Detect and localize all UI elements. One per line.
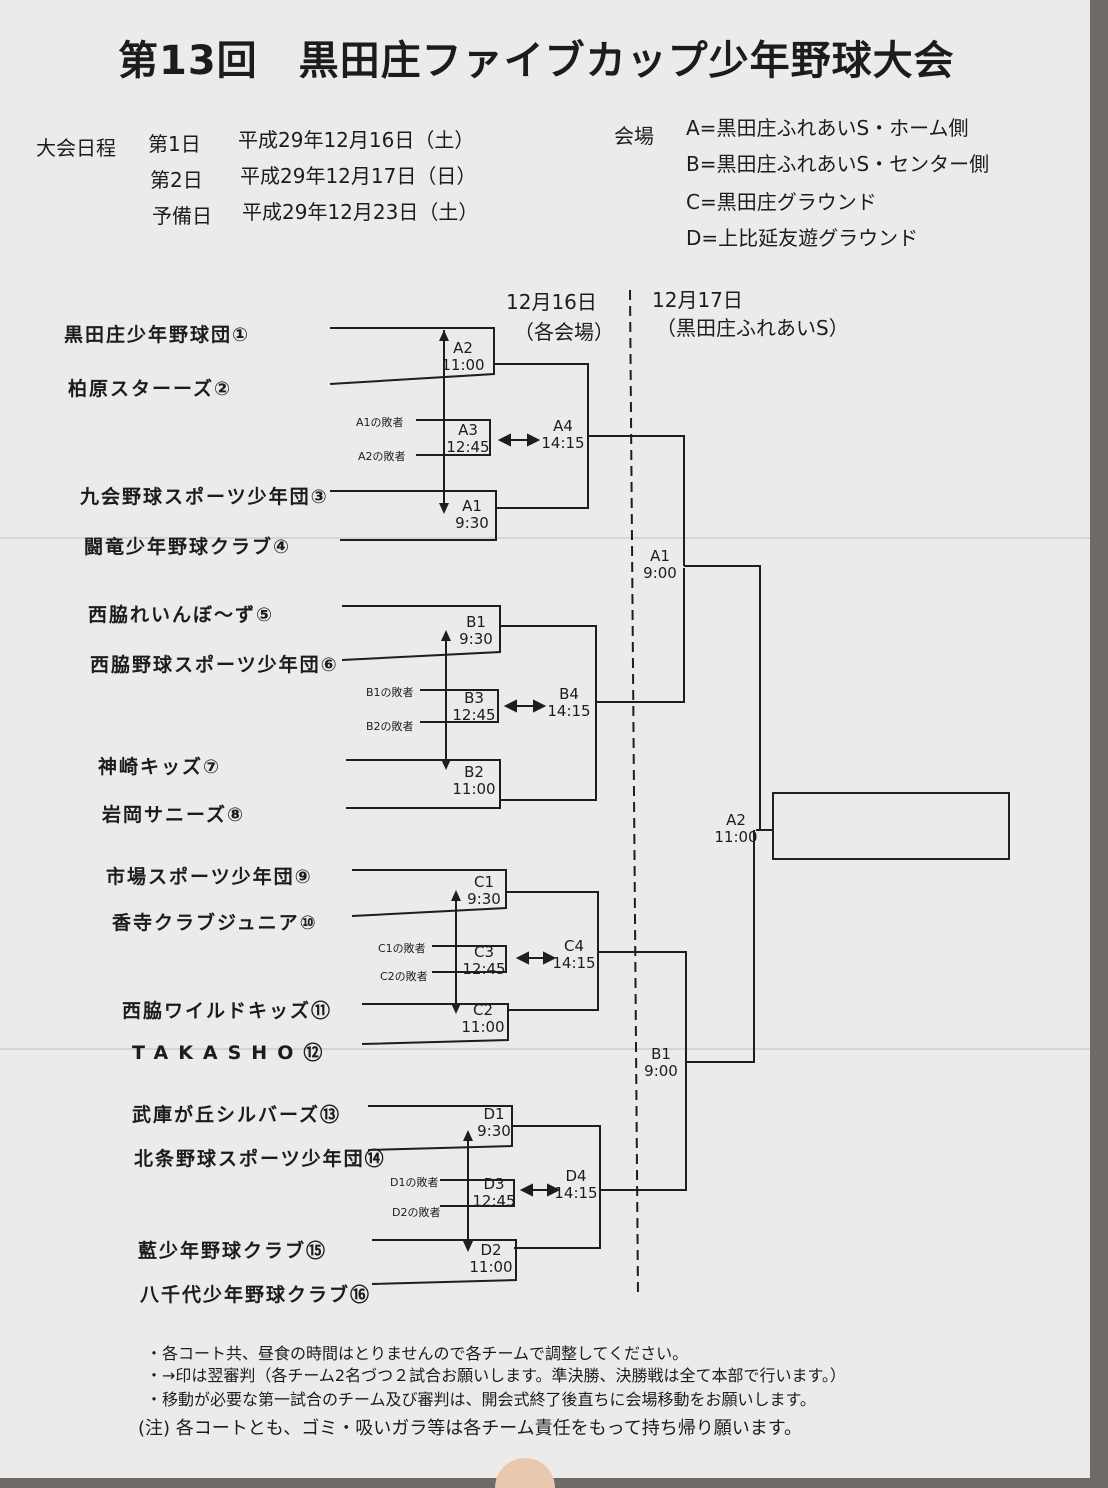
bracket-C2 bbox=[361, 1003, 509, 1045]
loser-label: B2の敗者 bbox=[366, 720, 414, 733]
day1-place: （各会場） bbox=[514, 320, 614, 344]
day-divider bbox=[629, 289, 639, 1297]
team-9: 市場スポーツ少年団⑨ bbox=[106, 866, 313, 888]
loser-label: A1の敗者 bbox=[356, 416, 404, 429]
bracket-B3 bbox=[420, 689, 499, 723]
schedule-date: 平成29年12月23日（土） bbox=[242, 200, 479, 224]
bracket-D3 bbox=[440, 1179, 515, 1207]
bracket-B1 bbox=[341, 605, 501, 661]
bracket-C4-left bbox=[506, 891, 599, 1011]
team-10: 香寺クラブジュニア⑩ bbox=[112, 912, 318, 934]
note-line: ・各コート共、昼食の時間はとりませんので各チームで調整してください。 bbox=[146, 1344, 689, 1363]
loser-label: C2の敗者 bbox=[380, 970, 428, 983]
team-13: 武庫が丘シルバーズ⑬ bbox=[132, 1104, 342, 1126]
team-5: 西脇れいんぼ～ず⑤ bbox=[88, 604, 275, 626]
loser-label: C1の敗者 bbox=[378, 942, 426, 955]
bracket-C1 bbox=[351, 869, 507, 917]
day1-date: 12月16日 bbox=[506, 290, 597, 314]
bracket-D4-right bbox=[600, 1062, 687, 1191]
team-3: 九会野球スポーツ少年団③ bbox=[80, 486, 329, 508]
team-2: 柏原スターーズ② bbox=[68, 378, 233, 400]
team-4: 闘竜少年野球クラブ④ bbox=[84, 536, 292, 558]
bracket-D2 bbox=[371, 1239, 517, 1285]
bracket-B4-left bbox=[500, 625, 597, 801]
team-6: 西脇野球スポーツ少年団⑥ bbox=[90, 654, 339, 676]
bracket-A4-right bbox=[588, 435, 685, 566]
loser-label: A2の敗者 bbox=[358, 450, 406, 463]
tournament-sheet: 第13回 黒田庄ファイブカップ少年野球大会 大会日程 第1日 平成29年12月1… bbox=[0, 0, 1090, 1478]
venue-item: C=黒田庄グラウンド bbox=[686, 190, 877, 214]
bracket-C3 bbox=[432, 945, 507, 973]
note-line: ・→印は翌審判（各チーム2名づつ２試合お願いします。準決勝、決勝戦は全て本部で行… bbox=[146, 1366, 846, 1385]
loser-label: D1の敗者 bbox=[390, 1176, 439, 1189]
venue-label: 会場 bbox=[614, 124, 654, 148]
bracket-A1 bbox=[330, 490, 497, 541]
team-14: 北条野球スポーツ少年団⑭ bbox=[134, 1148, 386, 1170]
schedule-day: 予備日 bbox=[152, 204, 212, 228]
bracket-B4-right bbox=[596, 568, 685, 703]
bracket-A2 bbox=[329, 327, 495, 385]
day2-place: （黒田庄ふれあいS） bbox=[656, 316, 849, 340]
fold-crease bbox=[0, 1048, 1090, 1050]
schedule-date: 平成29年12月17日（日） bbox=[240, 164, 477, 188]
venue-item: A=黒田庄ふれあいS・ホーム側 bbox=[686, 116, 969, 140]
page-title: 第13回 黒田庄ファイブカップ少年野球大会 bbox=[118, 38, 955, 84]
bracket-semifinal-1 bbox=[684, 565, 761, 830]
bracket-D1 bbox=[367, 1105, 513, 1151]
team-16: 八千代少年野球クラブ⑯ bbox=[140, 1284, 372, 1306]
team-7: 神崎キッズ⑦ bbox=[98, 756, 222, 778]
bracket-A3 bbox=[416, 419, 491, 456]
note-warning: (注) 各コートとも、ゴミ・吸いガラ等は各チーム責任をもって持ち帰り願います。 bbox=[138, 1418, 802, 1439]
day2-date: 12月17日 bbox=[652, 288, 743, 312]
bracket-semifinal-2 bbox=[686, 830, 755, 1063]
schedule-day: 第2日 bbox=[150, 168, 203, 192]
bracket-C4-right bbox=[598, 951, 687, 1062]
team-15: 藍少年野球クラブ⑮ bbox=[138, 1240, 328, 1262]
schedule-date: 平成29年12月16日（土） bbox=[238, 128, 475, 152]
fold-crease bbox=[0, 537, 1090, 539]
bracket-D4-left bbox=[512, 1125, 601, 1249]
loser-label: B1の敗者 bbox=[366, 686, 414, 699]
venue-item: B=黒田庄ふれあいS・センター側 bbox=[686, 152, 990, 176]
bracket-lines bbox=[329, 289, 772, 1297]
note-line: ・移動が必要な第一試合のチーム及び審判は、開会式終了後直ちに会場移動をお願いしま… bbox=[146, 1390, 816, 1409]
schedule-label: 大会日程 bbox=[36, 136, 116, 160]
team-8: 岩岡サニーズ⑧ bbox=[102, 804, 246, 826]
team-12: TAKASHO⑫ bbox=[132, 1042, 333, 1064]
team-1: 黒田庄少年野球団① bbox=[64, 324, 251, 346]
venue-item: D=上比延友遊グラウンド bbox=[686, 226, 919, 250]
champion-box bbox=[772, 792, 1010, 860]
loser-label: D2の敗者 bbox=[392, 1206, 441, 1219]
bracket-B2 bbox=[346, 759, 501, 809]
team-11: 西脇ワイルドキッズ⑪ bbox=[122, 1000, 333, 1022]
schedule-day: 第1日 bbox=[148, 132, 201, 156]
